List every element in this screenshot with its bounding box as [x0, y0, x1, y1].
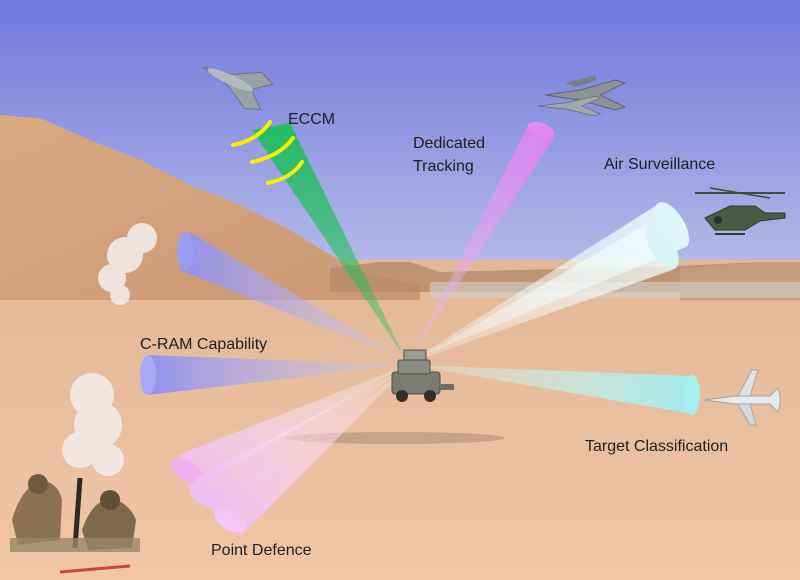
label-dedicated-tracking: Dedicated Tracking: [413, 135, 486, 175]
mountain-left: [0, 115, 420, 300]
label-target-classification: Target Classification: [585, 438, 729, 455]
soldiers-icon: [10, 474, 140, 552]
label-eccm: ECCM: [288, 111, 336, 128]
drone-icon: [202, 66, 274, 111]
beam-dedicated-tracking: [410, 121, 555, 358]
label-point-defence: Point Defence: [211, 542, 312, 559]
radar-vehicle-icon: [391, 349, 454, 402]
label-cram-capability: C-RAM Capability: [140, 336, 268, 353]
fighter-jet-icon: [544, 75, 627, 111]
label-air-surveillance: Air Surveillance: [604, 156, 716, 173]
uav-icon: [704, 369, 781, 426]
helicopter-icon: [695, 187, 786, 235]
beam-cram-low: [140, 355, 405, 395]
marker-pole: [59, 564, 131, 574]
smoke-icon: [62, 223, 157, 476]
ecm-arcs-icon: [231, 120, 304, 185]
beam-eccm: [252, 123, 405, 358]
fighter-jet-icon: [537, 95, 602, 117]
beam-cram: [177, 232, 405, 360]
beam-target-classification: [412, 365, 700, 415]
beam-point-defence: [170, 366, 405, 537]
beam-air-surveillance: [412, 202, 690, 362]
